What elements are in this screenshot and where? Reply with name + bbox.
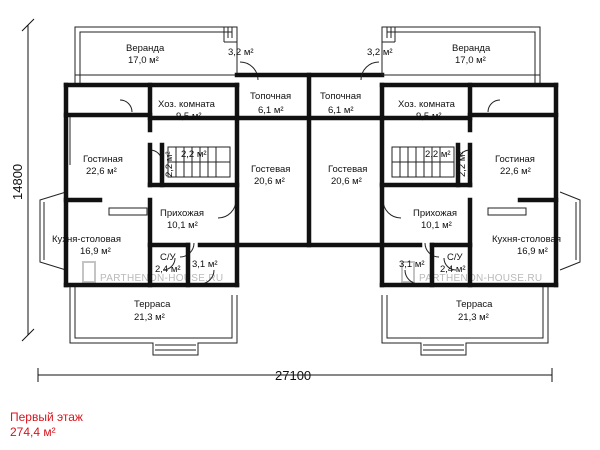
stair-area: 2,2 м² (181, 149, 207, 160)
hall-name: Прихожая (413, 208, 457, 219)
boiler-name: Топочная (250, 91, 291, 102)
terrace-name: Терраса (134, 299, 171, 310)
watermark-right: PARTHENON-HOUSE.RU (401, 261, 542, 284)
right-room-labels: Веранда 17,0 м² 3,2 м² Топочная 6,1 м² Х… (320, 43, 561, 323)
kitchen-area: 16,9 м² (517, 246, 548, 257)
terrace-name: Терраса (456, 299, 493, 310)
kitchen-area: 16,9 м² (80, 246, 111, 257)
kitchen-name: Кухня-столовая (492, 234, 561, 245)
veranda-area: 17,0 м² (455, 55, 486, 66)
utility-name: Хоз. комната (398, 99, 456, 110)
floor-title: Первый этаж (10, 410, 83, 424)
left-room-labels: Веранда 17,0 м² 3,2 м² Топочная 6,1 м² Х… (52, 43, 291, 323)
veranda-name: Веранда (452, 43, 491, 54)
wc-area: 2,4 м² (440, 264, 466, 275)
porch-area: 3,2 м² (228, 47, 254, 58)
living-area: 22,6 м² (500, 166, 531, 177)
watermark-text: PARTHENON-HOUSE.RU (100, 273, 223, 284)
porch-area: 3,2 м² (367, 47, 393, 58)
utility-name: Хоз. комната (158, 99, 216, 110)
dimension-height: 14800 (10, 164, 25, 200)
wc-name: С/У (447, 252, 464, 263)
veranda-name: Веранда (126, 43, 165, 54)
stair-area: 2,2 м² (425, 149, 451, 160)
boiler-area: 6,1 м² (328, 105, 354, 116)
guest-name: Гостевая (328, 164, 367, 175)
vestibule-area: 3,1 м² (192, 259, 218, 270)
right-walls (379, 82, 559, 288)
dimension-width: 27100 (275, 368, 311, 383)
closet-area: 2,2 м² (164, 151, 175, 177)
floor-caption: Первый этаж 274,4 м² (10, 410, 83, 440)
wc-area: 2,4 м² (155, 264, 181, 275)
guest-area: 20,6 м² (331, 176, 362, 187)
vestibule-area: 3,1 м² (399, 259, 425, 270)
floor-total-area: 274,4 м² (10, 425, 56, 439)
boiler-name: Топочная (320, 91, 361, 102)
guest-area: 20,6 м² (254, 176, 285, 187)
dimension-lines (21, 18, 553, 382)
center-walls (234, 72, 385, 248)
closet-area: 2,2 м² (457, 151, 468, 177)
hall-area: 10,1 м² (167, 220, 198, 231)
wc-name: С/У (160, 252, 177, 263)
hall-area: 10,1 м² (421, 220, 452, 231)
guest-name: Гостевая (251, 164, 290, 175)
utility-area: 9,5 м² (416, 111, 442, 122)
terrace-area: 21,3 м² (458, 312, 489, 323)
terrace-area: 21,3 м² (134, 312, 165, 323)
living-area: 22,6 м² (86, 166, 117, 177)
hall-name: Прихожая (160, 208, 204, 219)
living-name: Гостиная (83, 154, 123, 165)
watermark-text: PARTHENON-HOUSE.RU (419, 273, 542, 284)
utility-area: 9,5 м² (176, 111, 202, 122)
left-thin-lines (39, 26, 259, 356)
watermark-left: PARTHENON-HOUSE.RU (82, 261, 223, 284)
living-name: Гостиная (495, 154, 535, 165)
right-thin-lines (360, 26, 581, 356)
veranda-area: 17,0 м² (128, 55, 159, 66)
boiler-area: 6,1 м² (258, 105, 284, 116)
kitchen-name: Кухня-столовая (52, 234, 121, 245)
